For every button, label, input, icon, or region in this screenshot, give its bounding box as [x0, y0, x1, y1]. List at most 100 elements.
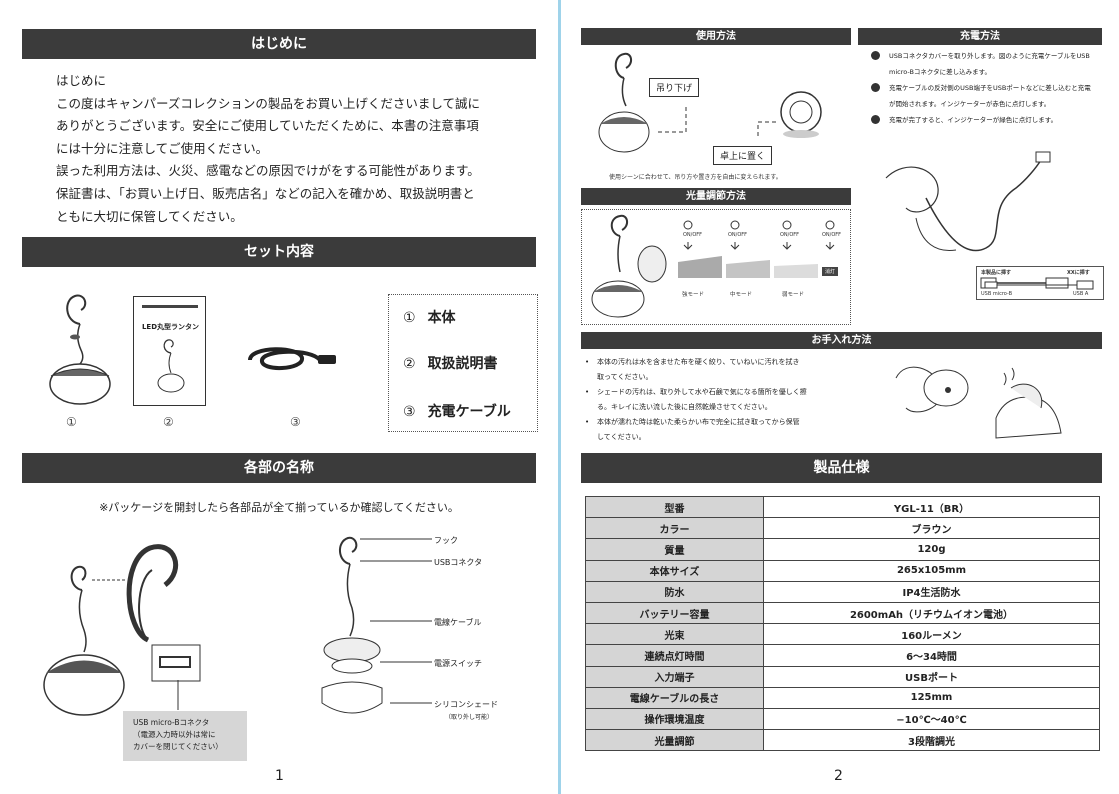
cable-label: 本製品に挿す: [981, 270, 1012, 276]
manual-cover-title: LED丸型ランタン: [141, 323, 200, 331]
manual-illustration: LED丸型ランタン: [133, 296, 206, 406]
callout-switch: 電源スイッチ: [434, 659, 482, 668]
page-2: 使用方法 吊り下げ 卓上に置く 使用シーンに合わせて、吊り方や置き方を自由に変え…: [561, 0, 1119, 794]
set-number: ①: [66, 415, 77, 429]
spec-value: 3段階調光: [763, 729, 1100, 752]
light-step: 中モード: [730, 292, 753, 298]
charge-steps: USBコネクタカバーを取り外します。図のように充電ケーブルをUSB micro-…: [871, 48, 1106, 128]
spec-key: 光束: [585, 623, 764, 646]
charge-step: USBコネクタカバーを取り外します。図のように充電ケーブルをUSB: [871, 48, 1106, 64]
set-number: ③: [290, 415, 301, 429]
callout-usb: USBコネクタ: [434, 558, 483, 567]
spec-value: 6〜34時間: [763, 644, 1100, 667]
parts-illustration: [43, 544, 201, 716]
light-adjust-panel: ON/OFF ON/OFF ON/OFF ON/OFF 消灯 強モード 中モード…: [581, 209, 851, 325]
light-off-label: 消灯: [822, 267, 839, 276]
spec-value: USBポート: [763, 665, 1100, 688]
intro-line: この度はキャンパーズコレクションの製品をお買い上げくださいまして誠に: [56, 95, 481, 111]
spec-value: 265x105mm: [763, 559, 1100, 582]
page-1: はじめに はじめに この度はキャンパーズコレクションの製品をお買い上げくださいま…: [0, 0, 558, 794]
usage-caption: 使用シーンに合わせて、吊り方や置き方を自由に変えられます。: [609, 174, 782, 181]
spec-key: 電線ケーブルの長さ: [585, 686, 764, 709]
cable-label: USB micro-B: [981, 291, 1013, 297]
callout-lines: [360, 538, 432, 704]
spec-key: 本体サイズ: [585, 559, 764, 582]
intro-line: 保証書は、「お買い上げ日、販売店名」などの記入を確かめ、取扱説明書と: [56, 185, 475, 201]
usage-tag-tabletop: 卓上に置く: [713, 146, 773, 165]
set-number: ②: [163, 415, 174, 429]
spec-value: 160ルーメン: [763, 623, 1100, 646]
spec-value: 120g: [763, 538, 1100, 561]
charge-step: 充電が完了すると、インジケーターが緑色に点灯します。: [871, 112, 1106, 128]
spec-value: IP4生活防水: [763, 580, 1100, 603]
onoff-label: ON/OFF: [780, 232, 800, 238]
callout-shade: シリコンシェード: [434, 700, 498, 709]
page-number: 2: [834, 768, 843, 784]
intro-line: はじめに: [56, 73, 107, 88]
spec-key: 質量: [585, 538, 764, 561]
intro-line: には十分に注意してご使用ください。: [56, 140, 269, 156]
spec-value: ブラウン: [763, 517, 1100, 540]
charge-step-cont: が開始されます。インジケーターが赤色に点灯します。: [889, 100, 1051, 108]
spec-key: バッテリー容量: [585, 601, 764, 625]
light-step: 強モード: [682, 292, 705, 298]
spec-key: 操作環境温度: [585, 707, 764, 731]
charge-step: 充電ケーブルの反対側のUSB端子をUSBポートなどに差し込むと充電: [871, 80, 1106, 96]
usage-heading: 使用方法: [581, 28, 851, 45]
lantern-illustration: [49, 294, 111, 405]
spec-value: YGL-11（BR）: [763, 495, 1100, 519]
spec-heading: 製品仕様: [581, 453, 1102, 483]
callout-cable: 電線ケーブル: [434, 618, 482, 627]
care-item: シェードの汚れは、取り外して水や石鹸で気になる箇所を優しく擦る。キレイに洗い流し…: [583, 385, 863, 415]
cable-diagram-box: 本製品に挿す XXに挿す USB micro-B USB A: [976, 266, 1104, 300]
intro-line: ありがとうございます。安全にご使用していただくために、本書の注意事項: [56, 118, 479, 134]
spec-key: 防水: [585, 580, 764, 603]
callout-hook: フック: [434, 536, 458, 545]
light-heading: 光量調節方法: [581, 188, 851, 205]
spec-value: −10℃〜40℃: [763, 707, 1100, 731]
cable-label: USB A: [1073, 291, 1089, 297]
spec-key: 型番: [585, 495, 764, 519]
parts-heading: 各部の名称: [22, 453, 536, 483]
intro-heading: はじめに: [22, 29, 536, 59]
cable-label: XXに挿す: [1067, 270, 1090, 276]
care-heading: お手入れ方法: [581, 332, 1102, 349]
spec-value: 2600mAh（リチウムイオン電池）: [763, 601, 1100, 625]
parts-note: ※パッケージを開封したら各部品が全て揃っているか確認してください。: [99, 501, 459, 514]
care-illustration: [895, 366, 1062, 439]
spec-row: 操作環境温度−10℃〜40℃: [585, 707, 1100, 731]
onoff-label: ON/OFF: [728, 232, 748, 238]
intro-line: ともに大切に保管してください。: [56, 208, 243, 224]
spec-key: 連続点灯時間: [585, 644, 764, 667]
intro-line: 誤った利用方法は、火災、感電などの原因でけがをする可能性があります。: [56, 163, 480, 179]
intro-text: はじめに この度はキャンパーズコレクションの製品をお買い上げくださいまして誠に …: [56, 70, 516, 228]
page-divider: [558, 0, 561, 794]
charge-step-cont: micro-Bコネクタに差し込みます。: [889, 68, 992, 76]
spec-key: 光量調節: [585, 729, 764, 752]
set-contents-heading: セット内容: [22, 237, 536, 267]
page-number: 1: [275, 768, 284, 784]
spec-key: 入力端子: [585, 665, 764, 688]
light-step: 弱モード: [782, 292, 805, 298]
spec-row: カラーブラウン: [585, 517, 1100, 540]
spec-key: カラー: [585, 517, 764, 540]
usage-tag-hanging: 吊り下げ: [649, 78, 700, 97]
charge-heading: 充電方法: [858, 28, 1102, 45]
